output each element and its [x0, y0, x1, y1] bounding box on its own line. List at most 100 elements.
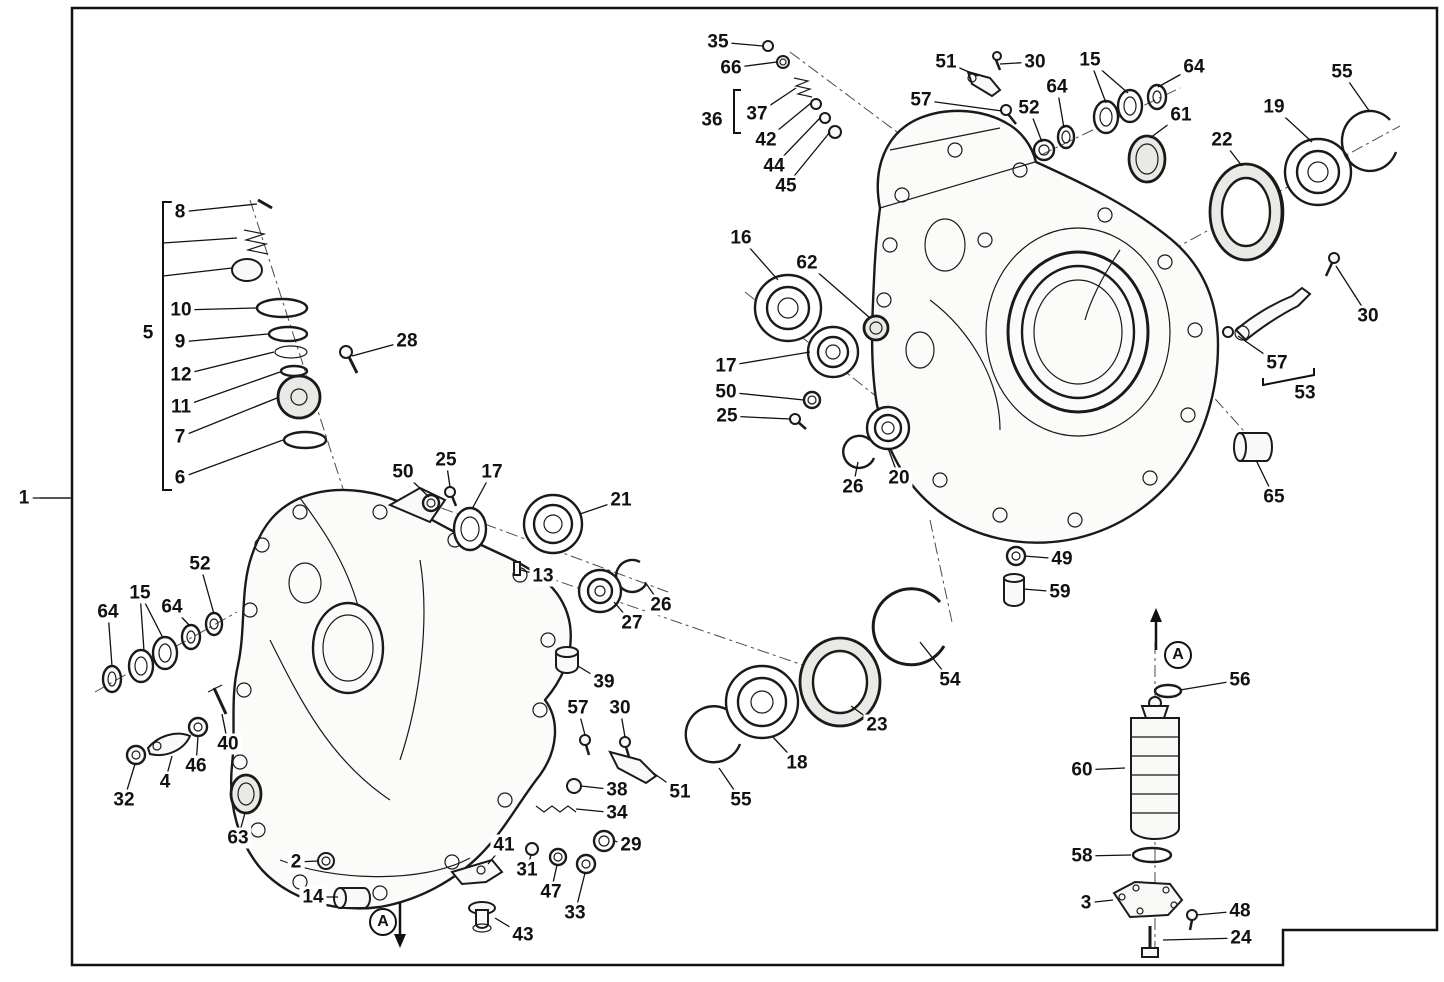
ring-9 [267, 325, 309, 343]
roller-bearing-15 [1092, 99, 1120, 135]
leader-line [580, 785, 618, 791]
leader-line [1056, 86, 1065, 129]
washer-64 [180, 623, 202, 651]
leader-line [171, 606, 191, 627]
washer-52 [204, 611, 224, 637]
washer-66 [776, 55, 790, 69]
gear-lever-group [125, 684, 228, 766]
leader-line [1162, 937, 1242, 941]
bracket-36 [733, 89, 741, 134]
leader-line [107, 611, 113, 667]
leader-line [179, 203, 258, 213]
leader-line [139, 592, 145, 652]
washer-32 [125, 744, 147, 766]
leader-line [575, 808, 618, 814]
section-arrows [394, 608, 1162, 948]
valve-7 [276, 374, 322, 420]
seal-61 [1127, 134, 1167, 184]
right-crankcase-half [870, 109, 1220, 544]
leader-line [487, 844, 505, 865]
leader-line [1022, 588, 1061, 593]
leader-line [651, 771, 681, 793]
leader-line [179, 333, 269, 343]
washer-64 [1146, 83, 1168, 111]
leader-line [494, 917, 524, 936]
ring-6 [282, 430, 328, 450]
leader-line [574, 872, 586, 914]
leader-line [179, 397, 278, 438]
leader-line [619, 707, 626, 738]
leader-line [920, 99, 1003, 112]
leader-line [445, 459, 451, 488]
crank-bearing-stack-right [1208, 109, 1398, 262]
bottom-detent-group [450, 734, 658, 933]
bracket-53 [1262, 368, 1315, 387]
leader-line [577, 665, 605, 683]
bearing-17 [452, 506, 488, 552]
roller-bearing-15 [1116, 88, 1144, 124]
upper-left-bearings [339, 345, 648, 674]
leader-line [1085, 899, 1114, 904]
drain-plug-group [1003, 545, 1027, 607]
seal-62 [862, 314, 890, 342]
leader-line [577, 707, 586, 736]
plug-33 [575, 853, 597, 875]
leader-line [717, 41, 764, 47]
leader-line [945, 61, 979, 77]
washer-64 [1056, 124, 1076, 150]
leader-line [123, 763, 136, 801]
screw-25 [444, 486, 456, 498]
pin-13 [513, 561, 521, 576]
leader-line [195, 735, 199, 767]
washer-44 [819, 112, 831, 124]
leader-line [771, 735, 798, 764]
washer-52 [1032, 138, 1056, 162]
plug-2 [317, 852, 335, 870]
breather-valve-stack-group5 [231, 198, 328, 450]
group-brackets [162, 89, 1315, 491]
leader-line [1023, 555, 1063, 560]
leader-line [180, 351, 275, 376]
leader-line [579, 499, 622, 515]
large-circlip-54 [871, 587, 946, 667]
leader-line [1237, 335, 1278, 364]
leader-line [1149, 114, 1182, 139]
washer-42 [810, 98, 822, 110]
bearing-19 [1283, 137, 1353, 207]
leader-line [1255, 459, 1275, 498]
bolt-30 [1328, 252, 1340, 264]
leader-line [740, 237, 779, 281]
filter-cover-3 [1112, 880, 1184, 919]
leader-line [139, 592, 164, 639]
leader-line [785, 131, 831, 187]
left-bearing-train [101, 611, 224, 694]
bolt-30 [619, 736, 631, 748]
leader-line [526, 854, 532, 871]
bearing-16 [753, 273, 823, 343]
nut-35 [762, 40, 774, 52]
breather-small-parts-top [762, 40, 842, 139]
leader-line [1195, 910, 1241, 916]
pin-8 [257, 198, 273, 210]
ball-38 [566, 778, 582, 794]
o-ring-10 [255, 297, 309, 319]
top-lever-group [966, 51, 1017, 125]
washer-49 [1005, 545, 1027, 567]
leader-line [1081, 854, 1132, 857]
leader-line [1028, 107, 1043, 143]
plug-47 [548, 847, 568, 867]
leader-line [756, 87, 797, 115]
bushing-14 [339, 887, 371, 909]
o-ring-58 [1131, 846, 1173, 864]
spring-37 [793, 77, 813, 98]
bolt-57 [1222, 326, 1234, 338]
plug-29 [592, 829, 616, 853]
leader-line [550, 864, 558, 893]
leader-line [180, 307, 257, 311]
right-bearing-cluster [753, 273, 911, 470]
o-ring-56 [1153, 683, 1183, 699]
bolt-57 [1000, 104, 1012, 116]
screw-31 [525, 842, 539, 856]
bolt-57 [579, 734, 591, 746]
